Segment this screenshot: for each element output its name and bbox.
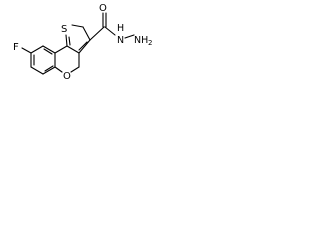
bond (21, 47, 32, 54)
double-bond-inner (44, 65, 54, 72)
benzene-ring (30, 45, 56, 75)
bond (71, 24, 84, 28)
bond (82, 26, 91, 41)
ring-oxygen-atom-label: O (63, 71, 71, 82)
thiophene-ring: S (61, 24, 91, 54)
bond (30, 66, 44, 75)
amide-hydrogen-atom-label: H (117, 23, 124, 34)
bond (42, 45, 56, 54)
bond (124, 34, 135, 39)
bond (70, 66, 80, 73)
fluorine-atom-label: F (13, 42, 19, 53)
pyran-ring: O (54, 45, 80, 82)
double-bond-inner (43, 48, 53, 55)
carbonyl-oxygen-atom-label: O (99, 3, 107, 14)
bond (54, 45, 68, 54)
bond (30, 45, 44, 54)
fluorine-substituent: F (13, 42, 32, 54)
double-bond-inner (68, 36, 71, 46)
bond (78, 39, 91, 54)
amide-nitrogen-atom-label: N (117, 35, 124, 46)
bond (42, 66, 56, 75)
double-bond-inner (78, 41, 88, 51)
hydrazine-nitrogen-atom-label: NH (134, 35, 148, 46)
bond (54, 66, 63, 73)
hydrazine-subscript-label: 2 (148, 39, 152, 47)
bond (65, 34, 68, 47)
bond (89, 26, 105, 41)
chemical-structure-diagram: F O S O N H NH 2 (13, 3, 152, 82)
carbohydrazide-group: O N H NH 2 (89, 3, 152, 47)
sulfur-atom-label: S (61, 24, 67, 35)
bond (66, 45, 80, 54)
bond (104, 26, 116, 36)
